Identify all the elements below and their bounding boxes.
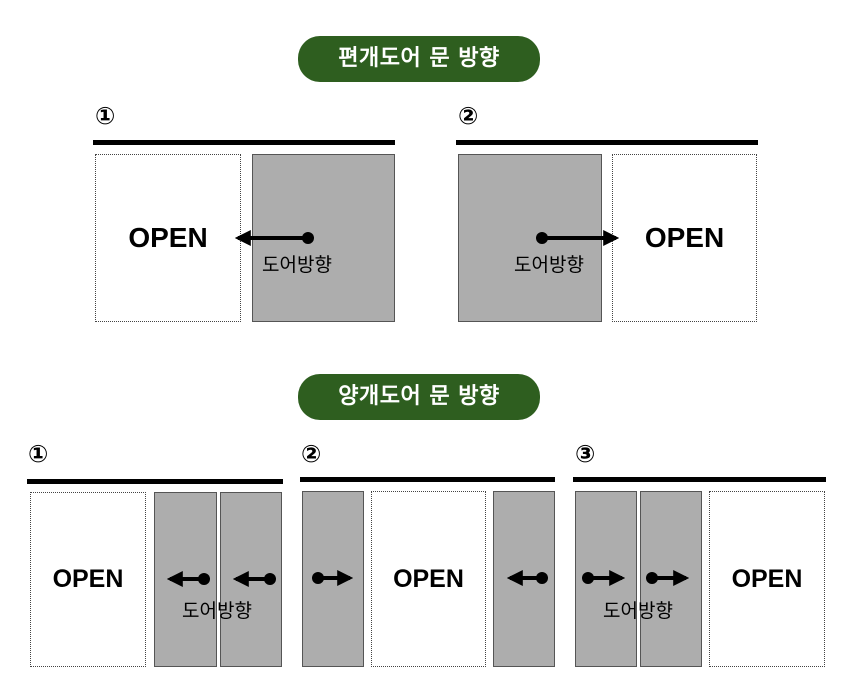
arrow-right-icon bbox=[312, 570, 354, 586]
open-label: OPEN bbox=[644, 222, 725, 253]
door-rail bbox=[27, 479, 283, 484]
open-area: OPEN bbox=[95, 154, 241, 322]
door-rail bbox=[456, 140, 758, 145]
open-area: OPEN bbox=[371, 491, 486, 667]
panel-number: ① bbox=[95, 102, 116, 130]
door-direction-label: 도어방향 bbox=[514, 254, 584, 276]
open-label: OPEN bbox=[731, 564, 803, 593]
door-rail bbox=[300, 477, 555, 482]
arrow-left-icon bbox=[506, 570, 548, 586]
panel-number: ② bbox=[458, 102, 479, 130]
arrow-left-icon bbox=[232, 571, 276, 587]
open-label: OPEN bbox=[128, 222, 208, 253]
arrow-right-icon bbox=[582, 570, 626, 586]
open-area: OPEN bbox=[30, 492, 146, 667]
door-rail bbox=[93, 140, 395, 145]
arrow-left-icon bbox=[234, 230, 314, 246]
double-door-title: 양개도어 문 방향 bbox=[298, 374, 540, 420]
open-area: OPEN bbox=[709, 491, 825, 667]
door-direction-label: 도어방향 bbox=[182, 600, 252, 622]
open-area: OPEN bbox=[612, 154, 757, 322]
arrow-left-icon bbox=[166, 571, 210, 587]
open-label: OPEN bbox=[393, 564, 464, 593]
panel-number: ③ bbox=[575, 440, 596, 468]
single-door-title: 편개도어 문 방향 bbox=[298, 36, 540, 82]
door-direction-label: 도어방향 bbox=[262, 254, 332, 276]
door-direction-label: 도어방향 bbox=[603, 600, 673, 622]
panel-number: ② bbox=[301, 440, 322, 468]
open-label: OPEN bbox=[52, 565, 124, 593]
arrow-right-icon bbox=[646, 570, 690, 586]
door-rail bbox=[573, 477, 826, 482]
arrow-right-icon bbox=[536, 230, 620, 246]
panel-number: ① bbox=[28, 440, 49, 468]
